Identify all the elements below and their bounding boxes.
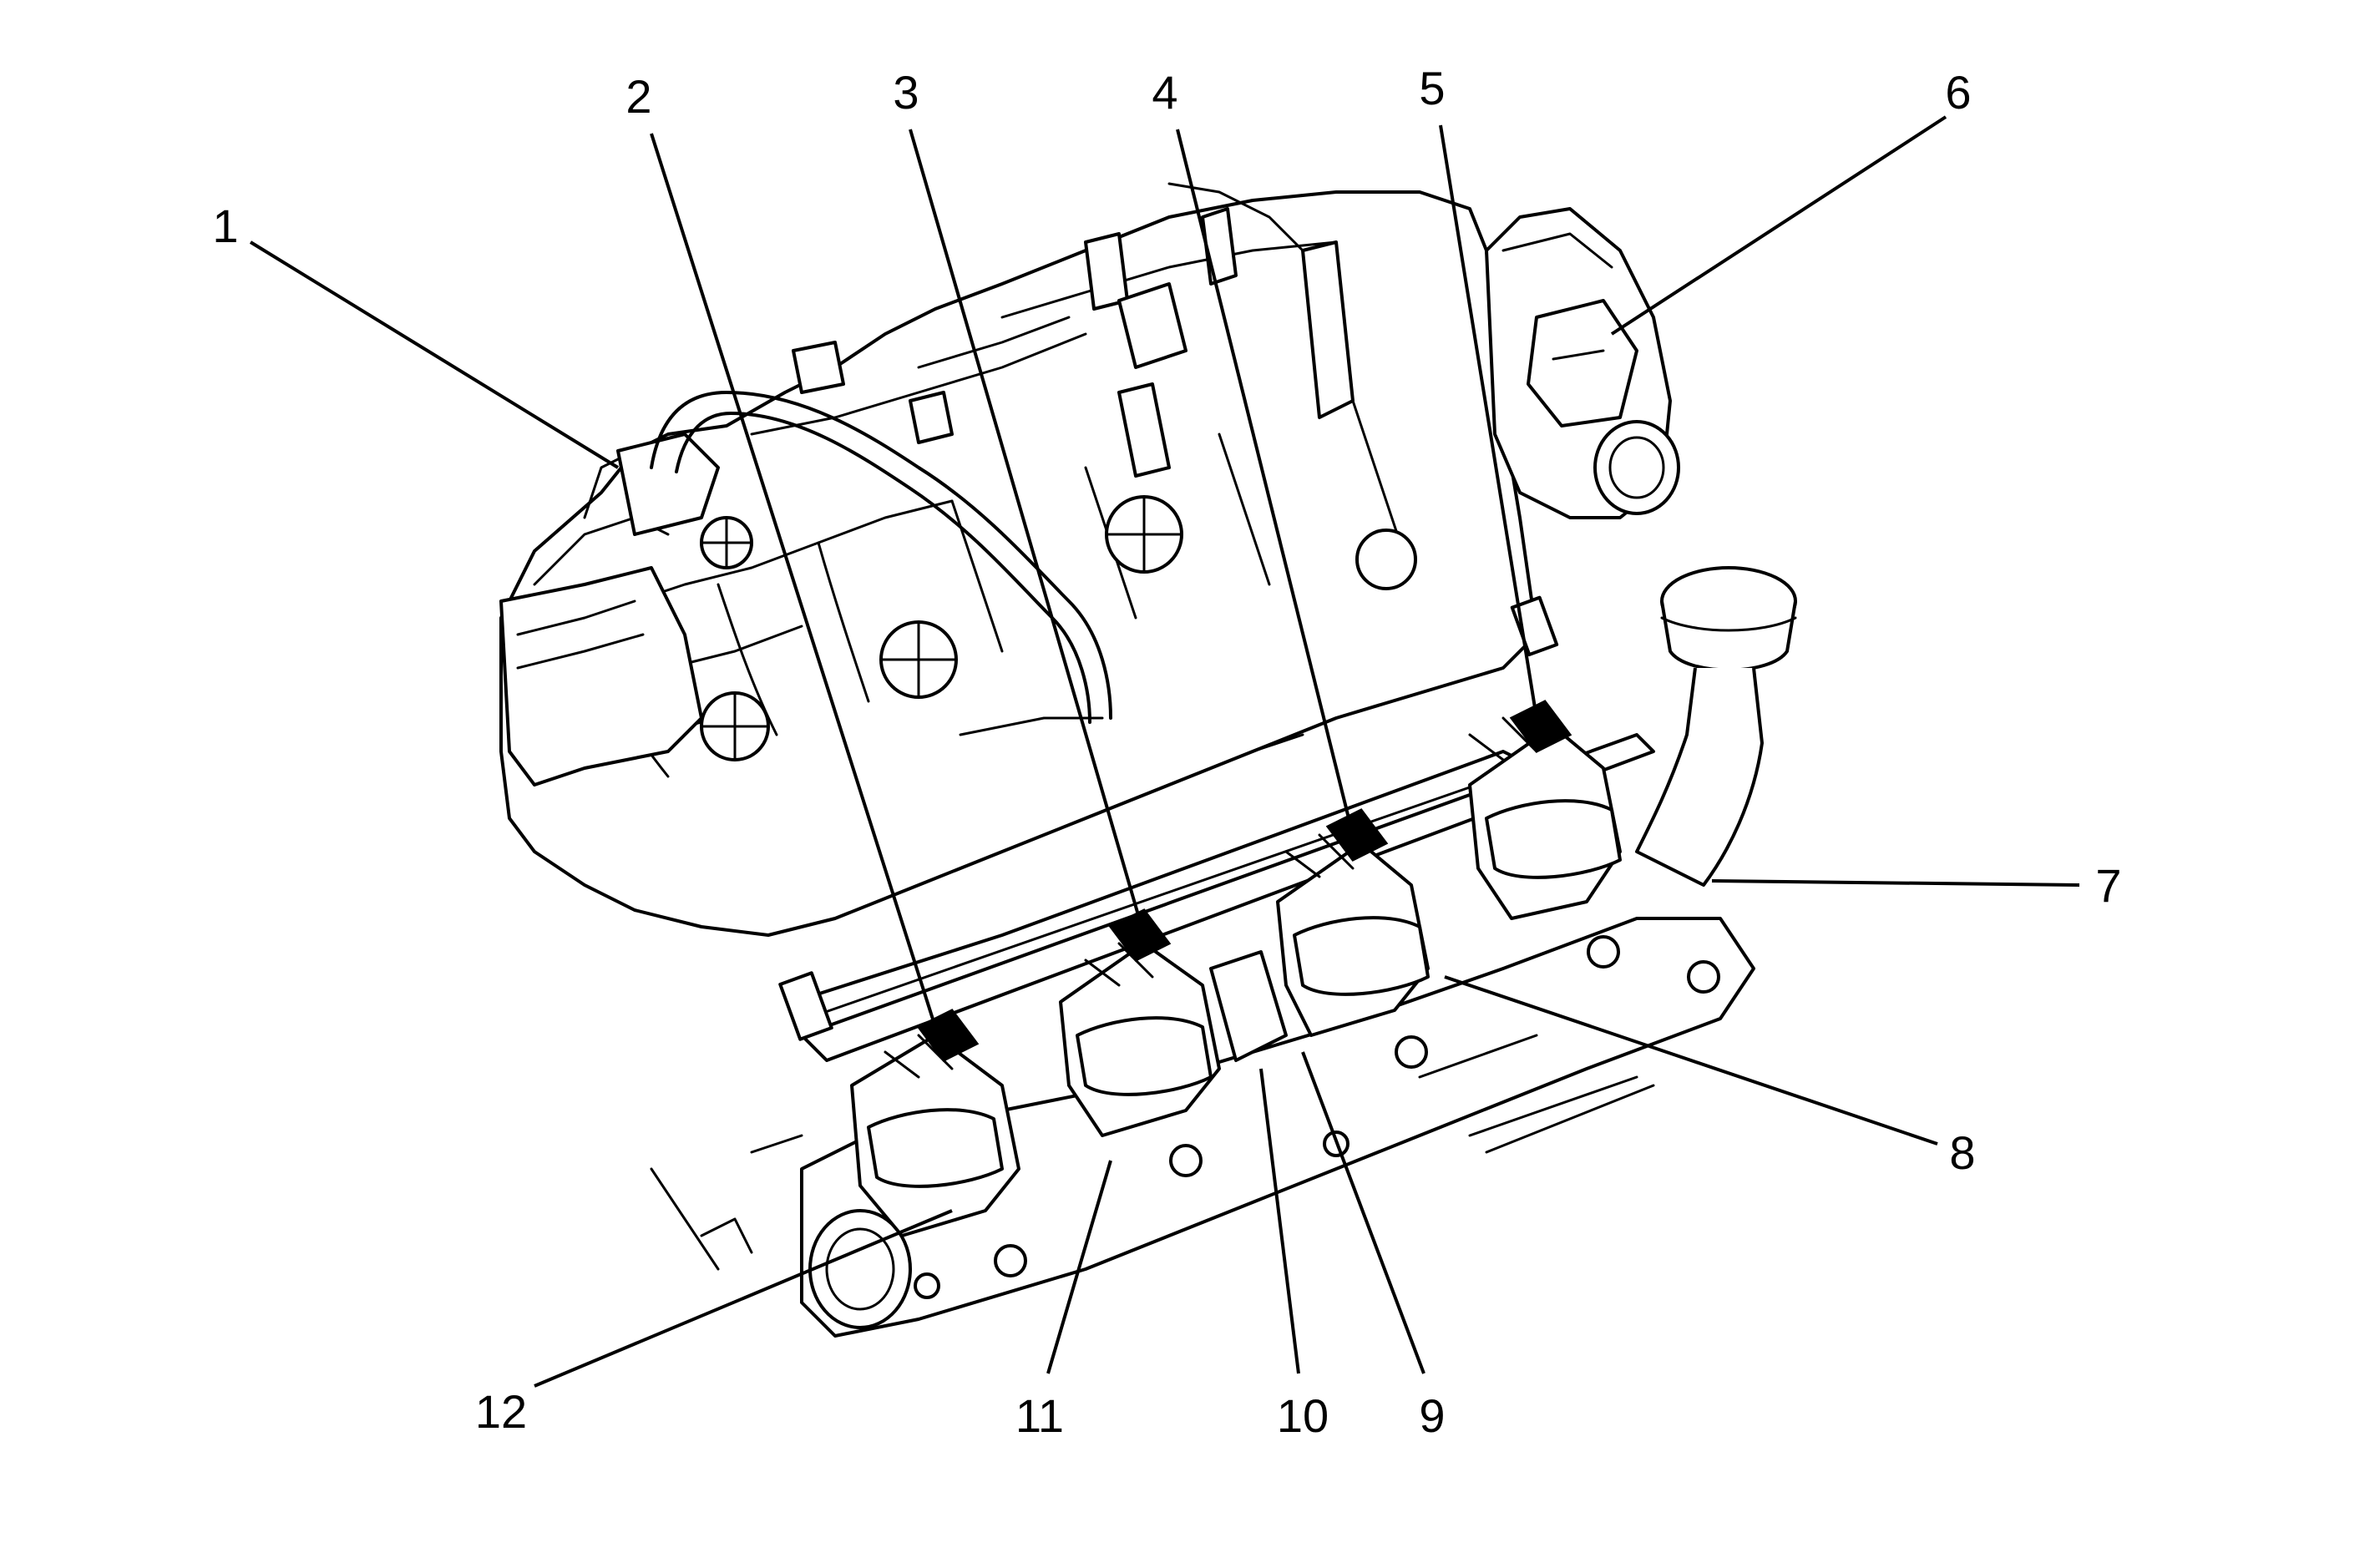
ignition-coil-2 [1059,908,1221,1177]
callout-11: 11 [1015,1389,1064,1442]
breather-tube [650,391,1112,724]
runner-caps [700,495,1417,761]
ignition-coil-4 [1468,700,1622,969]
callout-6: 6 [1945,66,1971,119]
detail-lines [650,716,1655,1271]
leader-8 [1444,975,1938,1146]
ignition-coil-3 [1209,808,1430,1069]
leader-12 [534,1209,953,1388]
leader-7 [1711,879,2080,887]
leader-6 [1610,115,1947,336]
coil-bracket-rail [778,595,1655,1062]
leader-11 [1046,1160,1112,1374]
oil-filler-cap [1635,566,1797,887]
leader-lines [249,115,2080,1388]
callout-3: 3 [893,66,919,119]
engine-illustration [499,182,1797,1338]
callout-4: 4 [1152,66,1177,119]
leader-1 [249,240,620,469]
callout-2: 2 [625,70,651,123]
leader-4 [1176,129,1355,836]
callout-8: 8 [1949,1126,1975,1179]
callout-5: 5 [1419,62,1445,114]
leader-10 [1259,1068,1300,1374]
leader-3 [909,129,1146,936]
leader-5 [1439,124,1538,719]
throttle-body [1485,207,1680,519]
callout-labels: 1 2 3 4 5 6 7 8 9 10 11 12 [212,62,2121,1442]
callout-10: 10 [1277,1389,1329,1442]
leader-2 [650,133,937,1028]
callout-12: 12 [475,1385,527,1438]
callout-9: 9 [1419,1389,1445,1442]
callout-1: 1 [212,200,238,252]
left-manifold-section [499,432,720,787]
leader-9 [1301,1051,1425,1374]
callout-7: 7 [2095,859,2121,912]
